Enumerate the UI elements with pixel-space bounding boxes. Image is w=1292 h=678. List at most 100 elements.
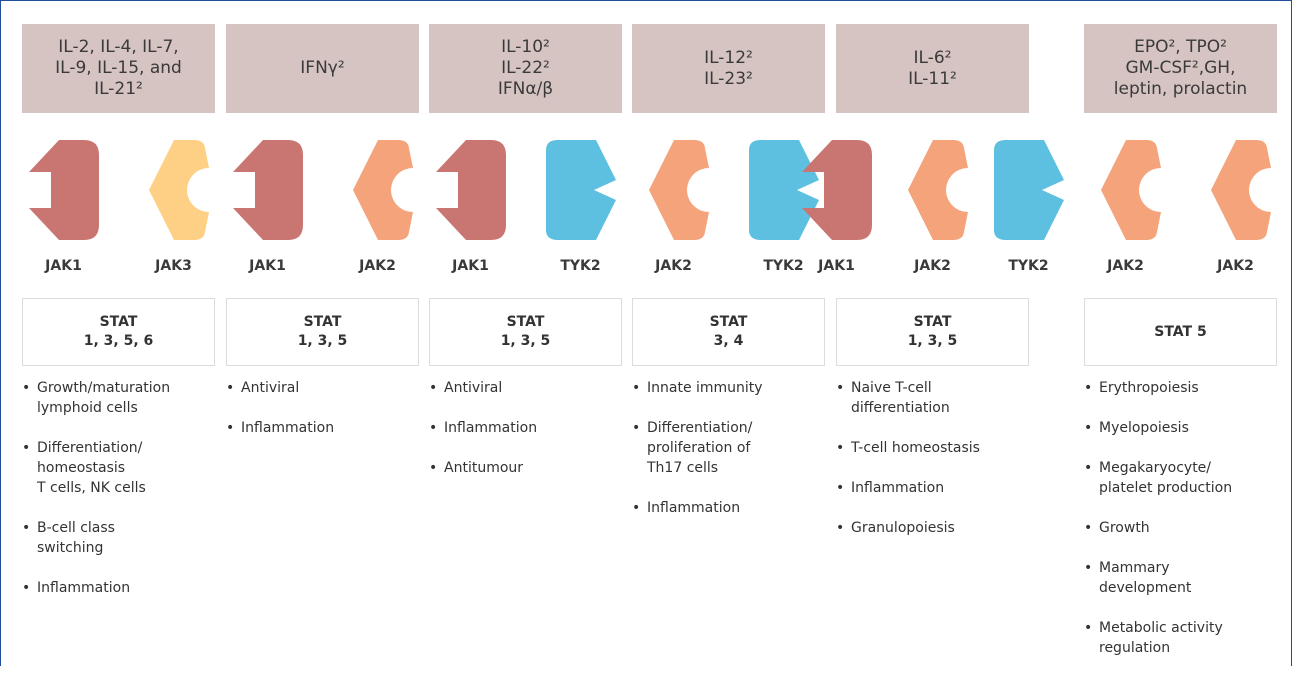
jak-pair bbox=[632, 140, 825, 240]
stat-numbers: 1, 3, 5 bbox=[297, 333, 348, 349]
cytokine-names: IL-10² IL-22² IFNα/β bbox=[497, 37, 554, 99]
function-list: Naive T-cell differentiationT-cell homeo… bbox=[836, 378, 1029, 558]
jak-label: JAK1 bbox=[452, 258, 489, 274]
cytokine-names: EPO², TPO² GM-CSF²,GH, leptin, prolactin bbox=[1113, 37, 1248, 99]
jak-pair bbox=[226, 140, 419, 240]
jak-label: TYK2 bbox=[560, 258, 601, 274]
cytokine-header: IFNγ² bbox=[226, 24, 419, 113]
jak-labels: JAK1 JAK2 bbox=[226, 258, 419, 278]
stat-label: STAT bbox=[303, 314, 342, 330]
tyk2-shape bbox=[545, 140, 616, 240]
cytokine-header: IL-12² IL-23² bbox=[632, 24, 825, 113]
jak2-shape bbox=[352, 140, 413, 240]
jak2-kinase-glyph bbox=[1100, 140, 1161, 240]
jak-pair bbox=[429, 140, 622, 240]
tyk2-shape bbox=[748, 140, 819, 240]
jak1-kinase-glyph bbox=[232, 140, 303, 240]
function-item: Metabolic activity regulation bbox=[1084, 618, 1277, 658]
jak-labels: JAK1 JAK2 TYK2 bbox=[818, 258, 1048, 278]
stat-box: STAT 1, 3, 5 bbox=[429, 298, 622, 366]
stat-box: STAT 1, 3, 5, 6 bbox=[22, 298, 215, 366]
jak1-kinase-glyph bbox=[801, 140, 872, 240]
jak1-shape bbox=[232, 140, 303, 240]
jak-label: JAK2 bbox=[655, 258, 692, 274]
stat-numbers: 1, 3, 5, 6 bbox=[83, 333, 154, 349]
jak-label: JAK2 bbox=[1107, 258, 1144, 274]
jak2-shape bbox=[1100, 140, 1161, 240]
cytokine-header: IL-2, IL-4, IL-7, IL-9, IL-15, and IL-21… bbox=[22, 24, 215, 113]
function-item: Megakaryocyte/ platelet production bbox=[1084, 458, 1277, 498]
function-item: Mammary development bbox=[1084, 558, 1277, 598]
jak-labels: JAK1 TYK2 bbox=[429, 258, 622, 278]
cytokine-header: IL-6² IL-11² bbox=[836, 24, 1029, 113]
jak-label: JAK3 bbox=[155, 258, 192, 274]
function-item: Differentiation/ homeostasis T cells, NK… bbox=[22, 438, 215, 498]
function-item: Inflammation bbox=[22, 578, 215, 598]
stat-box: STAT 5 bbox=[1084, 298, 1277, 366]
stat-numbers: 1, 3, 5 bbox=[907, 333, 958, 349]
tyk2-kinase-glyph bbox=[545, 140, 616, 240]
function-list: AntiviralInflammationAntitumour bbox=[429, 378, 622, 498]
jak-label: JAK1 bbox=[249, 258, 286, 274]
cytokine-names: IFNγ² bbox=[300, 58, 345, 78]
jak-label: TYK2 bbox=[1008, 258, 1049, 274]
jak-label: TYK2 bbox=[763, 258, 804, 274]
jak-label: JAK1 bbox=[818, 258, 855, 274]
jak-labels: JAK2 JAK2 bbox=[1084, 258, 1277, 278]
stat-numbers: 1, 3, 5 bbox=[500, 333, 551, 349]
function-item: Antitumour bbox=[429, 458, 622, 478]
jak1-kinase-glyph bbox=[435, 140, 506, 240]
jak2-kinase-glyph bbox=[907, 140, 968, 240]
jak3-shape bbox=[148, 140, 209, 240]
jak1-kinase-glyph bbox=[28, 140, 99, 240]
stat-label: STAT 5 bbox=[1154, 323, 1207, 340]
function-item: Erythropoiesis bbox=[1084, 378, 1277, 398]
stat-label: STAT bbox=[99, 314, 138, 330]
jak-label: JAK1 bbox=[45, 258, 82, 274]
stat-box: STAT 1, 3, 5 bbox=[226, 298, 419, 366]
cytokine-names: IL-6² IL-11² bbox=[908, 47, 957, 89]
function-item: Inflammation bbox=[226, 418, 419, 438]
function-item: Antiviral bbox=[429, 378, 622, 398]
stat-label: STAT bbox=[913, 314, 952, 330]
jak3-kinase-glyph bbox=[148, 140, 209, 240]
cytokine-header: IL-10² IL-22² IFNα/β bbox=[429, 24, 622, 113]
stat-numbers: 3, 4 bbox=[713, 333, 744, 349]
function-item: Growth bbox=[1084, 518, 1277, 538]
jak-labels: JAK2 TYK2 bbox=[632, 258, 825, 278]
function-item: Inflammation bbox=[429, 418, 622, 438]
tyk2-shape bbox=[993, 140, 1064, 240]
jak-pair bbox=[1084, 140, 1277, 240]
jak2-kinase-glyph bbox=[352, 140, 413, 240]
function-item: T-cell homeostasis bbox=[836, 438, 1029, 458]
function-item: Growth/maturation lymphoid cells bbox=[22, 378, 215, 418]
function-list: Growth/maturation lymphoid cellsDifferen… bbox=[22, 378, 215, 618]
jak1-shape bbox=[28, 140, 99, 240]
function-item: Inflammation bbox=[836, 478, 1029, 498]
jak-label: JAK2 bbox=[1217, 258, 1254, 274]
jak-pair bbox=[801, 140, 1064, 240]
jak-label: JAK2 bbox=[914, 258, 951, 274]
jak2-shape bbox=[648, 140, 709, 240]
cytokine-names: IL-12² IL-23² bbox=[704, 47, 753, 89]
stat-label: STAT bbox=[506, 314, 545, 330]
function-list: Innate immunityDifferentiation/ prolifer… bbox=[632, 378, 825, 538]
tyk2-kinase-glyph bbox=[993, 140, 1064, 240]
cytokine-names: IL-2, IL-4, IL-7, IL-9, IL-15, and IL-21… bbox=[55, 37, 182, 99]
function-list: ErythropoiesisMyelopoiesisMegakaryocyte/… bbox=[1084, 378, 1277, 678]
stat-label: STAT bbox=[709, 314, 748, 330]
function-item: Antiviral bbox=[226, 378, 419, 398]
function-item: Differentiation/ proliferation of Th17 c… bbox=[632, 418, 825, 478]
function-item: Inflammation bbox=[632, 498, 825, 518]
function-item: Myelopoiesis bbox=[1084, 418, 1277, 438]
jak-labels: JAK1 JAK3 bbox=[22, 258, 215, 278]
jak2-shape bbox=[907, 140, 968, 240]
function-item: Granulopoiesis bbox=[836, 518, 1029, 538]
function-item: Innate immunity bbox=[632, 378, 825, 398]
jak-label: JAK2 bbox=[359, 258, 396, 274]
jak-pair bbox=[22, 140, 215, 240]
function-item: Naive T-cell differentiation bbox=[836, 378, 1029, 418]
tyk2-kinase-glyph bbox=[748, 140, 819, 240]
jak1-shape bbox=[435, 140, 506, 240]
cytokine-header: EPO², TPO² GM-CSF²,GH, leptin, prolactin bbox=[1084, 24, 1277, 113]
